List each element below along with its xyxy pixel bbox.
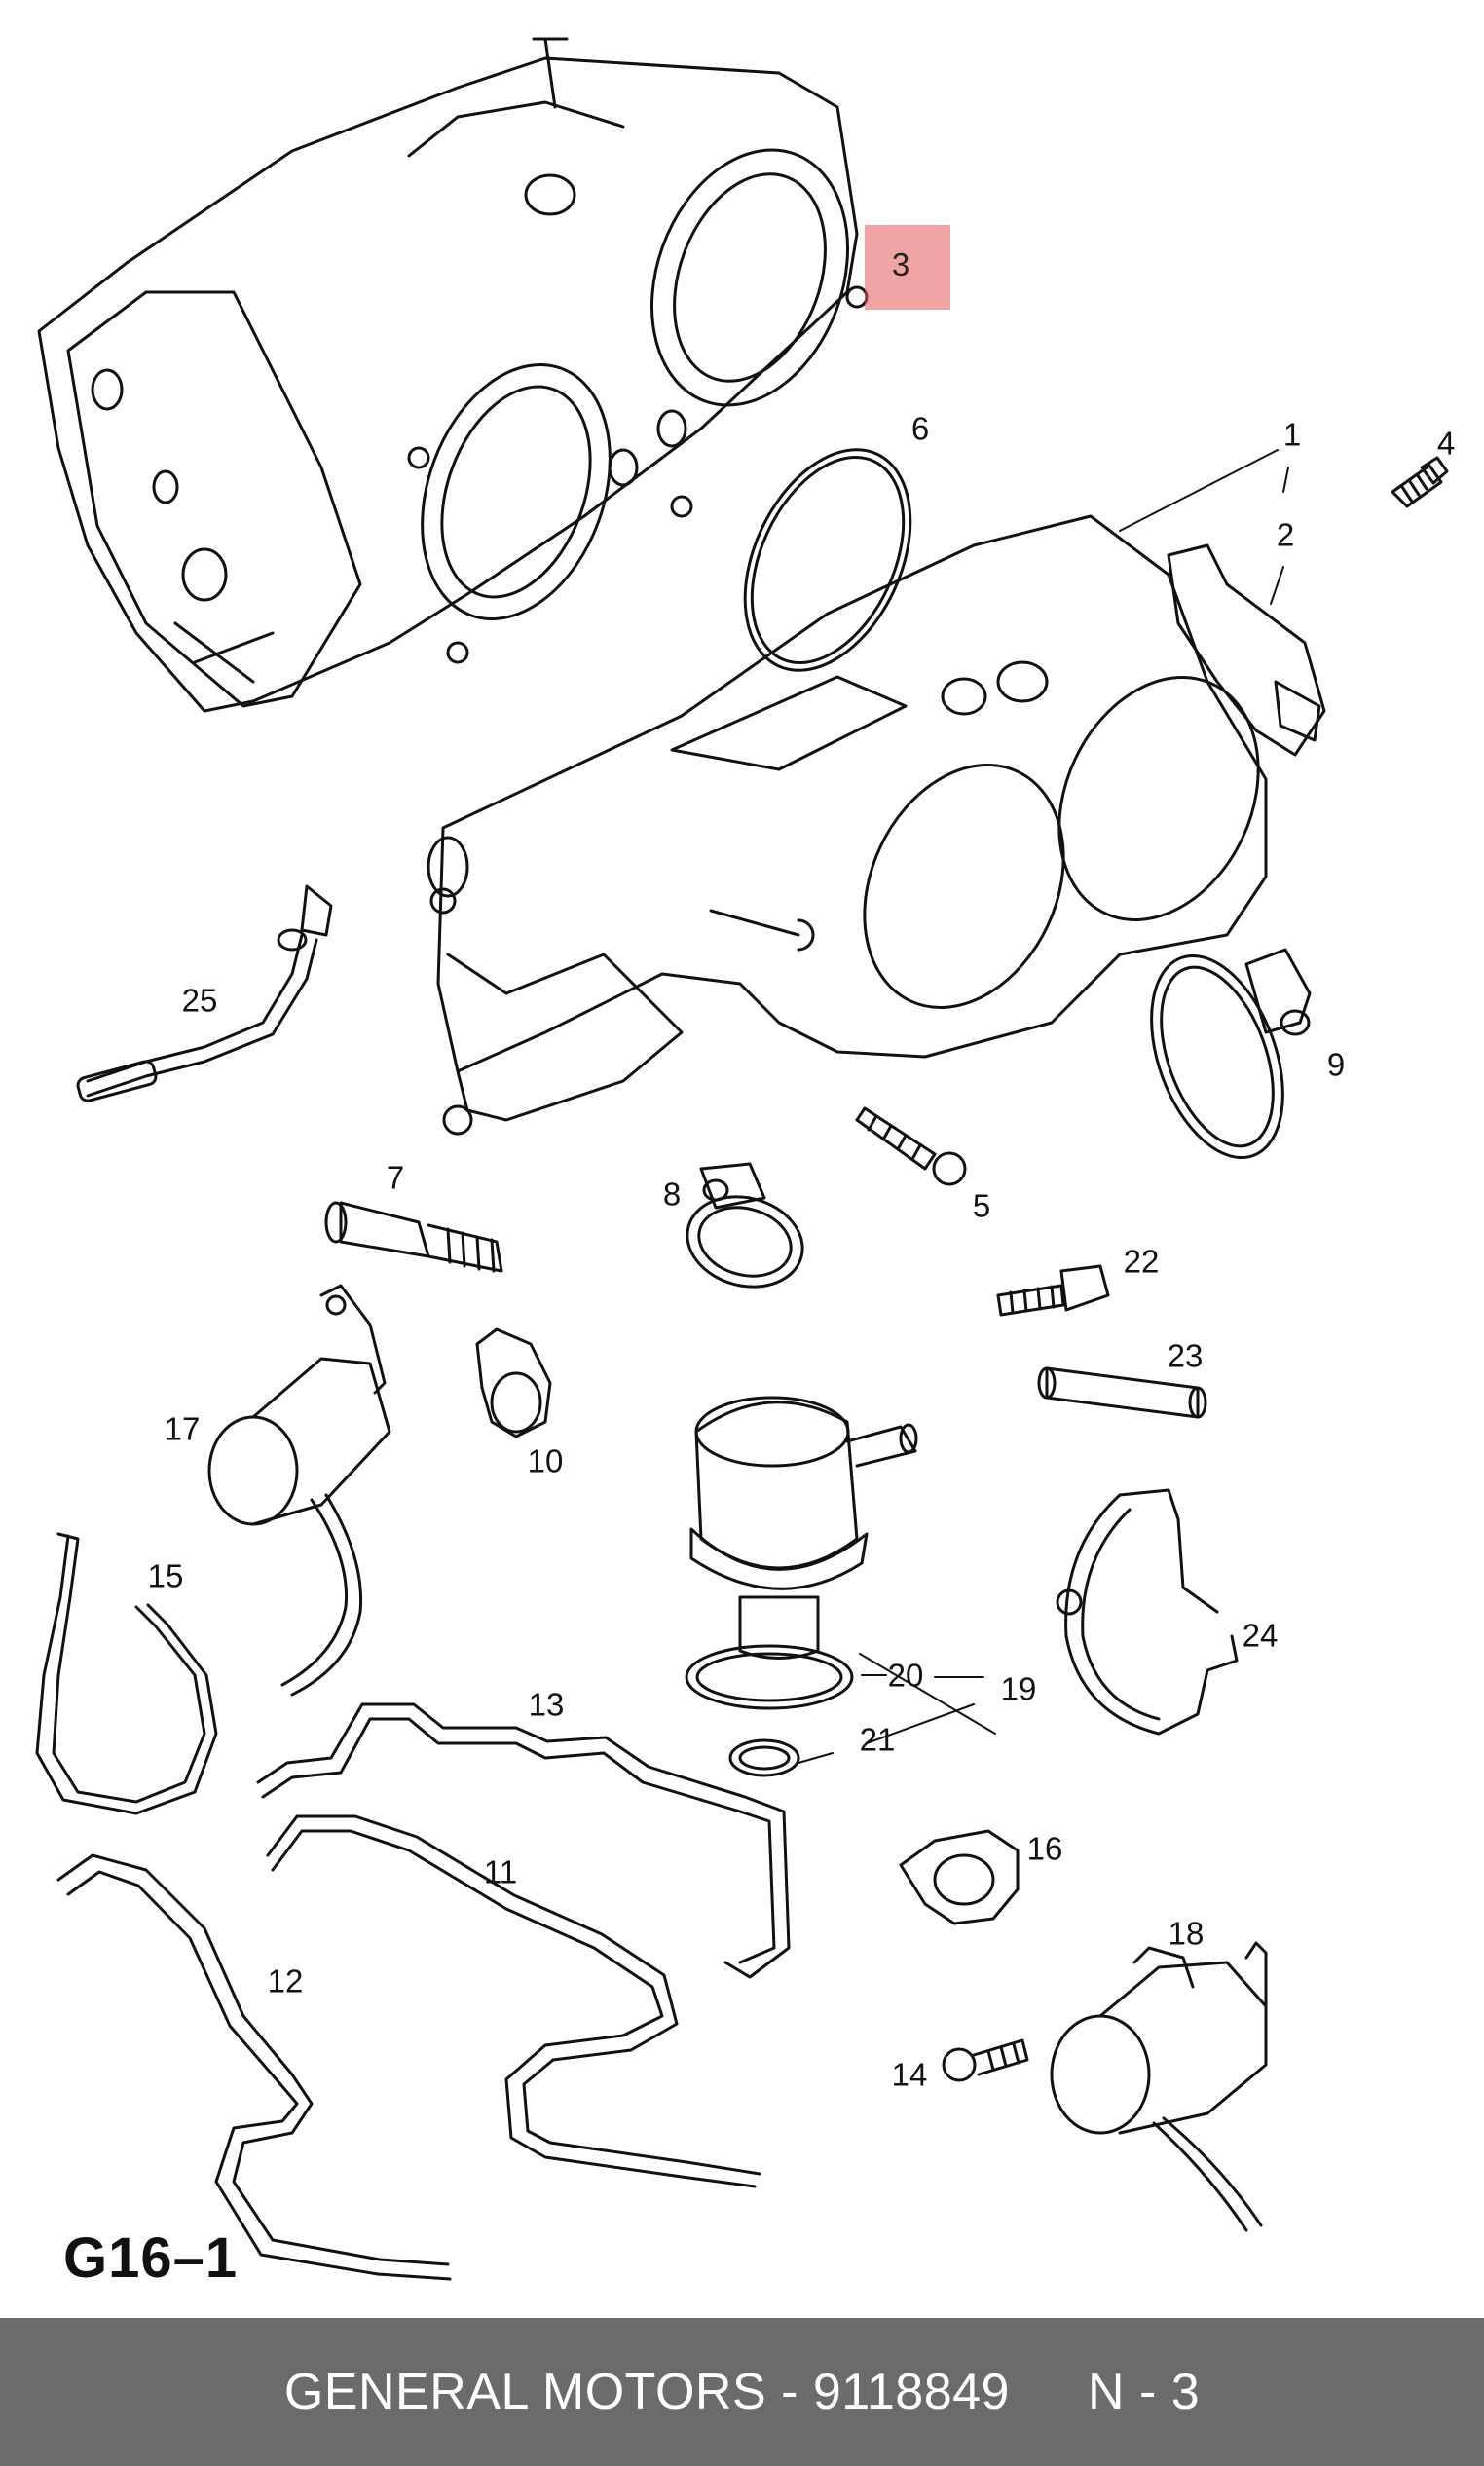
parts-diagram: 3 1 2 4 5 6 7 8 9 10 11 12 13 14 15 16 1… xyxy=(35,37,1456,2290)
part-label-12: 12 xyxy=(267,1962,304,1999)
part-label-17: 17 xyxy=(164,1410,201,1447)
highlighted-part-label: 3 xyxy=(891,246,910,282)
leader-lines xyxy=(798,449,1289,1764)
part-label-1: 1 xyxy=(1282,416,1302,453)
throttle-body-part-1 xyxy=(427,514,1268,1136)
seal-part-21 xyxy=(728,1738,800,1777)
clamp-part-8 xyxy=(686,1162,804,1289)
part-label-2: 2 xyxy=(1276,516,1295,553)
connector-part-7 xyxy=(324,1201,503,1273)
sleeve-part-23 xyxy=(1037,1366,1207,1419)
part-label-15: 15 xyxy=(147,1557,184,1594)
part-label-14: 14 xyxy=(891,2056,928,2093)
sensor-part-2 xyxy=(1167,543,1326,757)
regulator-part-19 xyxy=(689,1396,918,1660)
part-label-24: 24 xyxy=(1242,1617,1279,1654)
part-label-21: 21 xyxy=(859,1721,896,1758)
part-label-6: 6 xyxy=(910,410,930,447)
cable-tie-part-15 xyxy=(35,1532,218,1815)
clip-part-16 xyxy=(899,1829,1020,1925)
footer-bar: GENERAL MOTORS - 9118849 N - 3 xyxy=(0,2318,1484,2466)
part-label-11: 11 xyxy=(483,1853,518,1890)
pipe-part-11 xyxy=(266,1814,761,2188)
part-label-4: 4 xyxy=(1436,425,1456,462)
pipe-part-12 xyxy=(56,1853,452,2281)
bolt-part-4 xyxy=(1391,456,1449,508)
part-label-10: 10 xyxy=(527,1442,564,1479)
pipe-part-13 xyxy=(256,1702,791,1979)
seal-part-20 xyxy=(685,1644,854,1710)
hose-part-25 xyxy=(76,884,333,1102)
part-label-20: 20 xyxy=(887,1657,924,1694)
footer-part-number: GENERAL MOTORS - 9118849 xyxy=(283,2364,1010,2420)
bracket-part-24 xyxy=(1056,1488,1239,1736)
part-label-22: 22 xyxy=(1123,1243,1160,1280)
diagram-page-code: G16–1 xyxy=(63,2226,239,2290)
clip-part-10 xyxy=(475,1327,552,1438)
bolt-part-22 xyxy=(996,1264,1110,1317)
clamp-part-9 xyxy=(1150,948,1312,1160)
line-art xyxy=(35,37,1449,2281)
screw-part-14 xyxy=(942,2038,1029,2082)
part-label-23: 23 xyxy=(1167,1337,1204,1374)
part-label-7: 7 xyxy=(386,1159,405,1196)
o-ring-part-6 xyxy=(743,448,912,672)
part-label-18: 18 xyxy=(1168,1915,1205,1952)
part-label-25: 25 xyxy=(181,982,218,1019)
part-label-16: 16 xyxy=(1026,1830,1063,1867)
part-label-9: 9 xyxy=(1326,1046,1346,1083)
actuator-part-18 xyxy=(1050,1941,1268,2232)
actuator-part-17 xyxy=(207,1284,391,1697)
part-label-5: 5 xyxy=(972,1187,991,1224)
highlight-marker xyxy=(865,225,950,310)
screw-part-5 xyxy=(855,1106,967,1186)
throttle-flange-part-3 xyxy=(37,37,869,713)
part-label-8: 8 xyxy=(662,1176,682,1213)
part-label-13: 13 xyxy=(528,1686,565,1723)
footer-item-ref: N - 3 xyxy=(1087,2364,1201,2420)
part-label-19: 19 xyxy=(1000,1670,1037,1707)
